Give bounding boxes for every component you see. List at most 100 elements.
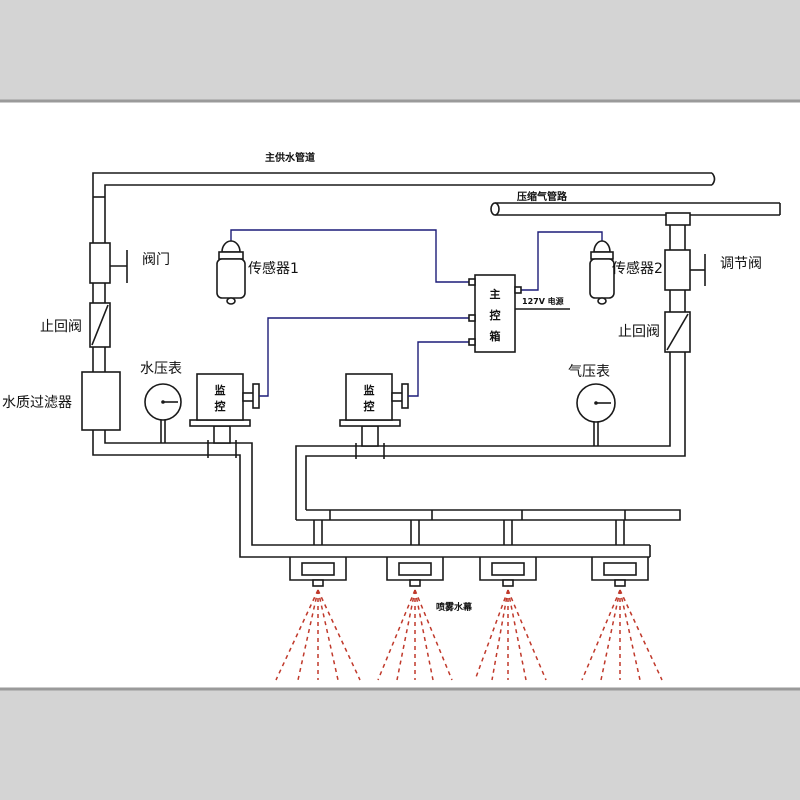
spray-line [396,589,416,681]
monitor-2-char: 监 [364,383,375,397]
spray-line [581,589,621,681]
regulating-valve-label: 调节阀 [720,256,762,272]
spray-line [414,589,453,681]
nozzle-3 [479,520,537,587]
controller-port [468,338,476,346]
water-pipe-end-cap [711,172,716,186]
top-band [0,0,800,100]
check-valve-left [89,302,111,348]
monitor-box [196,373,244,421]
monitor-box [345,373,393,421]
water-filter [81,371,121,431]
valve [89,242,128,284]
spray-cone-2 [377,589,453,681]
monitor-unit-1: 监 控 [189,373,260,458]
water-pressure-gauge [144,383,182,443]
main-controller: 主 控 箱 [468,274,522,353]
spray-line [474,589,509,681]
nozzle-4 [591,520,649,587]
sensor-dome [593,240,611,253]
power-supply-label: 127V 电源 [522,296,564,306]
controller-port [468,278,476,286]
air-pressure-gauge [576,383,616,446]
air-pipe-junction [665,212,691,226]
controller-port [514,286,522,294]
sensor-tip [226,297,236,305]
nozzle-body [603,562,637,576]
air-manifold [296,509,681,521]
monitor-stem [361,425,379,447]
spray-line [507,589,547,681]
sensor-tip [597,297,607,305]
check-valve-right [664,311,691,353]
gauge-pivot [161,400,165,404]
nozzle-tip [614,579,626,587]
bottom-band [0,689,800,800]
controller-char: 控 [490,308,501,322]
nozzle-1 [289,520,347,587]
water-pressure-gauge-label: 水压表 [140,361,182,377]
monitor-2-char: 控 [364,399,375,413]
spray-line [317,589,339,681]
monitor-connector [252,383,260,409]
sensor-dome [221,240,241,253]
spray-line [297,589,319,681]
monitor-connector [401,383,409,409]
gauge-pivot [594,401,598,405]
signal-line-monitor-1 [259,317,470,397]
air-main-end-cap [490,202,500,216]
nozzle-body [398,562,432,576]
water-filter-label: 水质过滤器 [2,395,72,411]
monitor-base [339,419,401,427]
sensor-2-label: 传感器2 [612,260,663,277]
nozzle-tip [409,579,421,587]
nozzle-tip [502,579,514,587]
controller-box [474,274,516,353]
nozzle-body [301,562,335,576]
water-pipe-outer-wall [92,172,712,558]
controller-char: 主 [490,287,501,301]
sensor-body [589,258,615,299]
main-water-pipe-label: 主供水管道 [265,151,315,164]
valve-body [89,242,111,284]
air-pipe-inner-wall [305,215,686,510]
monitor-1-char: 监 [215,383,226,397]
main-water-pipe [92,172,716,558]
check-valve-right-label: 止回阀 [618,324,660,340]
spray-line [414,589,434,681]
spray-cone-3 [474,589,547,681]
controller-char: 箱 [490,329,501,343]
spray-line [491,589,509,681]
nozzle-2 [386,520,444,587]
spray-line [317,589,361,681]
sensor-1-label: 传感器1 [248,260,299,277]
nozzle-body [491,562,525,576]
air-pressure-gauge-label: 气压表 [568,364,610,380]
valve-label: 阀门 [142,252,170,268]
nozzle-tip [312,579,324,587]
check-valve-flap [91,304,109,346]
signal-line-sensor-1 [230,229,470,283]
signal-line-sensor-2 [521,231,603,291]
spray-cone-1 [275,589,361,681]
controller-port [468,314,476,322]
sensor-1 [216,240,246,305]
monitor-unit-2: 监 控 [339,373,409,459]
signal-line-monitor-2 [408,341,470,397]
spray-line [275,589,319,681]
spray-line [600,589,621,681]
spray-curtain-label: 喷雾水幕 [436,601,473,613]
spray-line [619,589,663,681]
compressed-air-pipe-label: 压缩气管路 [517,190,568,203]
spray-line [619,589,641,681]
sensor-cap [590,251,614,260]
monitor-stem [213,425,231,444]
regulating-valve [664,249,706,291]
regulating-valve-body [664,249,691,291]
monitor-base [189,419,251,427]
check-valve-left-label: 止回阀 [40,319,82,335]
spray-line [507,589,527,681]
check-valve-flap [666,313,689,351]
sensor-body [216,258,246,299]
